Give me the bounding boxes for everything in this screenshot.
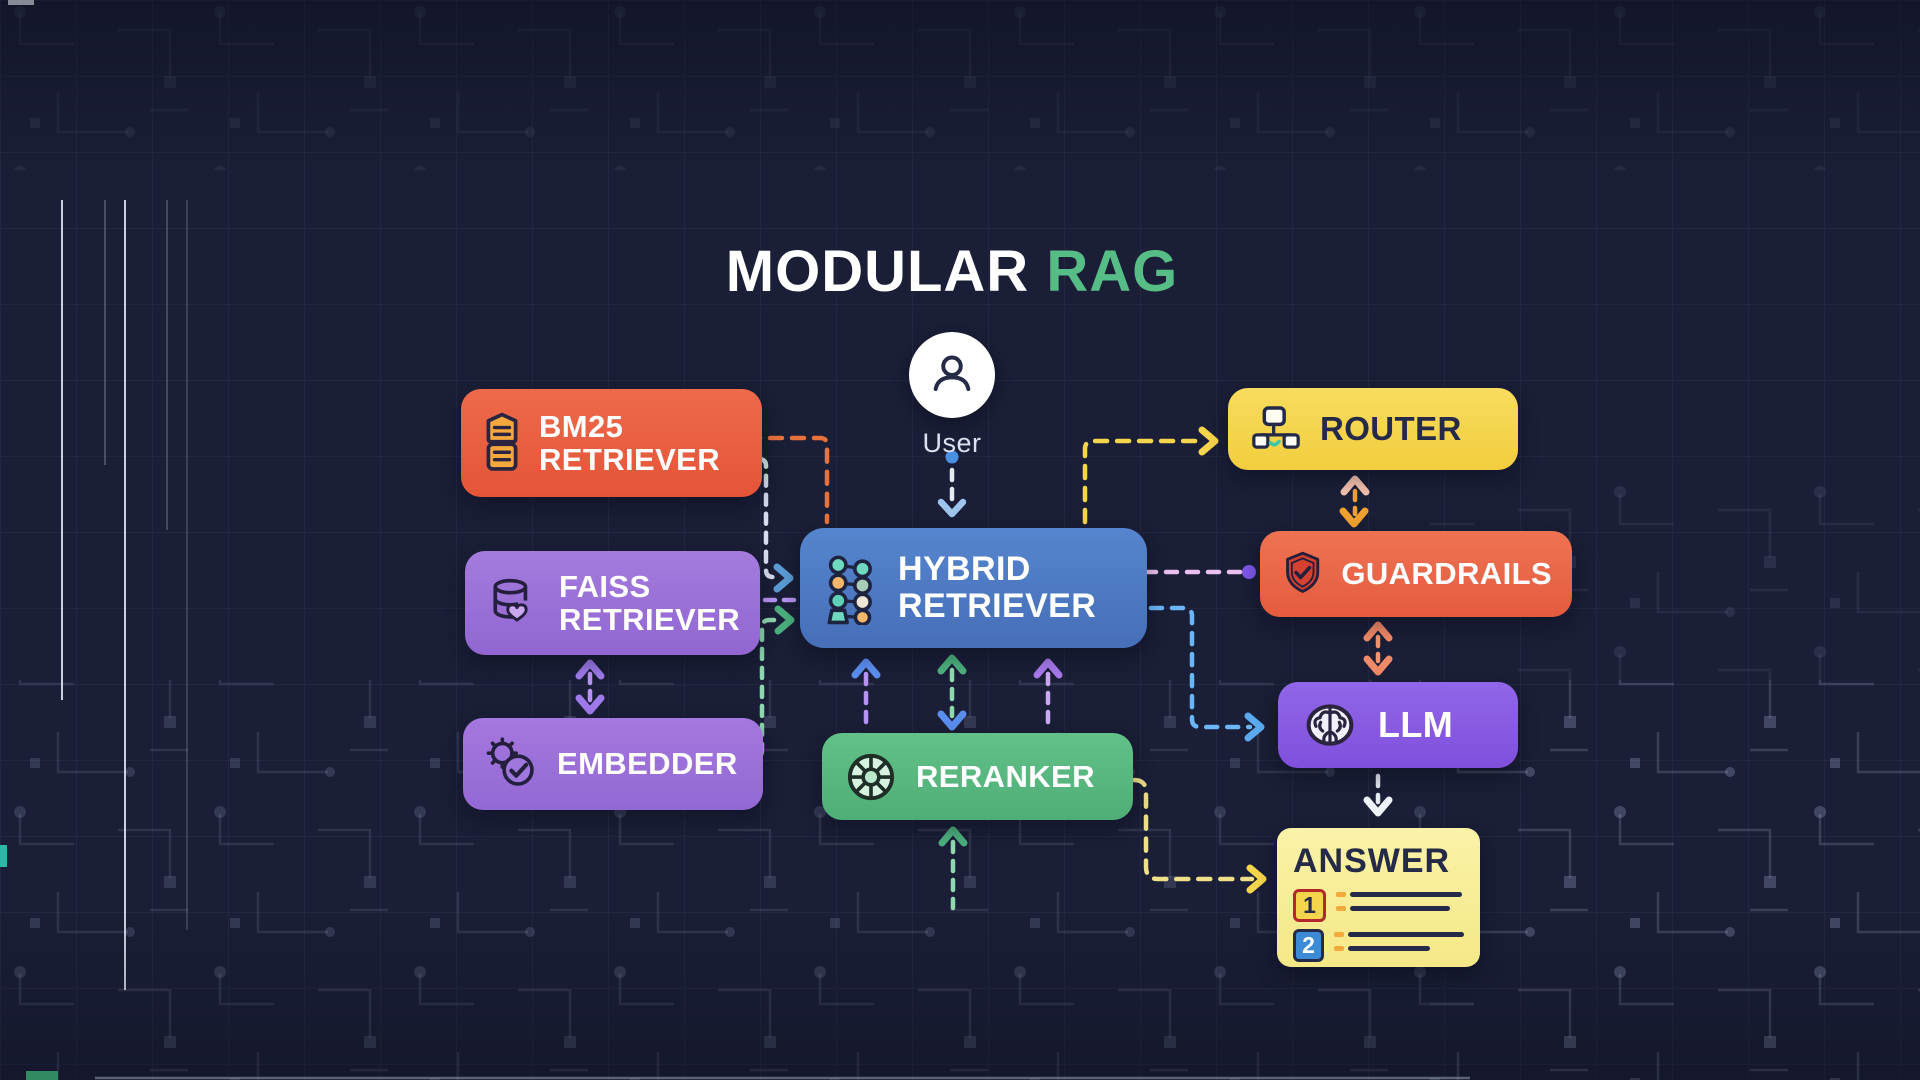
- node-label-line2: RETRIEVER: [539, 442, 721, 477]
- node-label-line1: FAISS: [558, 568, 651, 604]
- node-llm: LLM: [1278, 682, 1518, 768]
- title-part1: MODULAR: [725, 239, 1047, 304]
- node-label-line1: ROUTER: [1320, 410, 1462, 448]
- archive-stack-icon: [486, 412, 518, 471]
- user-icon: [933, 355, 971, 391]
- edge-reranker-to-hybrid-left: [851, 658, 881, 731]
- node-router: ROUTER: [1228, 388, 1518, 470]
- node-reranker: RERANKER: [822, 733, 1133, 820]
- page-title: MODULAR RAG: [0, 238, 1904, 305]
- user-label: User: [922, 428, 982, 458]
- edge-hybrid-to-router: [1082, 426, 1219, 525]
- node-guardrails: GUARDRAILS: [1260, 531, 1572, 617]
- network-nodes-icon: [827, 555, 872, 625]
- numbered-list-icon: 1 2: [1293, 889, 1464, 962]
- node-label-line2: RETRIEVER: [898, 587, 1097, 625]
- edge-bm25-to-hybrid: [723, 435, 830, 525]
- top-left-accent: [8, 0, 34, 5]
- node-label-line1: EMBEDDER: [557, 746, 738, 782]
- answer-item-2: 2: [1293, 929, 1464, 962]
- shield-check-icon: [1286, 551, 1320, 593]
- flowchart-icon: [1252, 406, 1300, 449]
- node-bm25-retriever: BM25 RETRIEVER: [461, 389, 762, 497]
- node-label-line1: HYBRID: [898, 550, 1031, 589]
- left-accent-lines: [61, 200, 188, 990]
- user-avatar: [909, 332, 995, 418]
- edge-reranker-to-hybrid-right: [1033, 658, 1063, 731]
- bottom-green-accent: [26, 1071, 58, 1080]
- edge-user-to-hybrid: [937, 450, 967, 518]
- answer-item-1: 1: [1293, 889, 1464, 922]
- answer-badge-2: 2: [1293, 929, 1324, 962]
- edge-guardrails-llm: [1363, 621, 1393, 676]
- node-label-line2: RETRIEVER: [558, 602, 740, 637]
- node-label-line1: BM25: [539, 408, 624, 444]
- edge-inflow-to-reranker: [938, 826, 968, 911]
- node-embedder: EMBEDDER: [463, 718, 763, 810]
- node-label-line1: LLM: [1378, 703, 1454, 745]
- wheel-icon: [847, 753, 895, 800]
- brain-icon: [1306, 704, 1354, 746]
- title-part2: RAG: [1046, 239, 1179, 304]
- answer-title: ANSWER: [1293, 842, 1451, 880]
- gear-check-icon: [486, 737, 534, 786]
- node-label-line1: RERANKER: [916, 758, 1095, 794]
- database-icon: [493, 578, 528, 622]
- edge-reranker-hybrid-mid: [937, 654, 967, 731]
- left-teal-accent: [0, 845, 7, 867]
- edge-faiss-embedder: [575, 659, 605, 715]
- edge-router-guardrails: [1339, 475, 1370, 528]
- node-hybrid-retriever: HYBRID RETRIEVER: [800, 528, 1147, 648]
- node-user: User: [909, 332, 995, 459]
- node-answer: ANSWER 1 2: [1277, 828, 1480, 967]
- edge-llm-to-answer: [1363, 773, 1393, 817]
- node-label-line1: GUARDRAILS: [1341, 556, 1552, 592]
- node-faiss-retriever: FAISS RETRIEVER: [465, 551, 760, 655]
- answer-badge-1: 1: [1293, 889, 1326, 922]
